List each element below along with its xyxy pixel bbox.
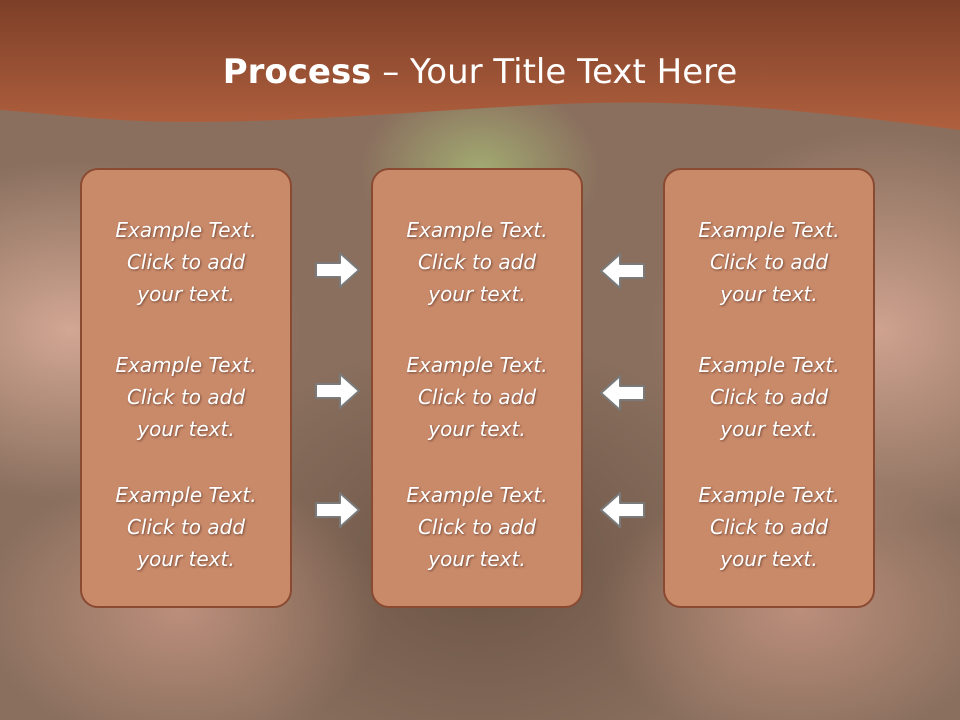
- text-line: Click to add: [709, 515, 829, 539]
- arrow-right-icon: [315, 373, 360, 409]
- text-line: Example Text.: [406, 218, 548, 242]
- text-item[interactable]: Example Text. Click to add your text.: [373, 214, 581, 310]
- text-item[interactable]: Example Text. Click to add your text.: [665, 349, 873, 445]
- text-line: Click to add: [709, 250, 829, 274]
- text-line: Example Text.: [698, 353, 840, 377]
- page-title[interactable]: Process – Your Title Text Here: [0, 52, 960, 92]
- text-item[interactable]: Example Text. Click to add your text.: [82, 214, 290, 310]
- text-line: Example Text.: [406, 353, 548, 377]
- text-line: your text.: [720, 282, 818, 306]
- text-item[interactable]: Example Text. Click to add your text.: [82, 479, 290, 575]
- text-box-right[interactable]: Example Text. Click to add your text. Ex…: [663, 168, 875, 608]
- text-line: Click to add: [126, 385, 246, 409]
- text-line: your text.: [428, 282, 526, 306]
- arrow-left-icon: [600, 492, 645, 528]
- text-line: your text.: [720, 547, 818, 571]
- text-line: your text.: [428, 417, 526, 441]
- title-banner: [0, 0, 960, 130]
- text-line: your text.: [428, 547, 526, 571]
- text-item[interactable]: Example Text. Click to add your text.: [373, 479, 581, 575]
- text-line: Click to add: [417, 250, 537, 274]
- title-bold: Process: [222, 52, 372, 92]
- text-item[interactable]: Example Text. Click to add your text.: [373, 349, 581, 445]
- text-line: Example Text.: [406, 483, 548, 507]
- text-line: Example Text.: [698, 218, 840, 242]
- arrow-right-icon: [315, 492, 360, 528]
- text-item[interactable]: Example Text. Click to add your text.: [665, 479, 873, 575]
- text-item[interactable]: Example Text. Click to add your text.: [82, 349, 290, 445]
- text-line: your text.: [137, 547, 235, 571]
- text-line: Click to add: [417, 515, 537, 539]
- text-box-center[interactable]: Example Text. Click to add your text. Ex…: [371, 168, 583, 608]
- text-line: your text.: [137, 282, 235, 306]
- text-line: Click to add: [709, 385, 829, 409]
- arrow-left-icon: [600, 375, 645, 411]
- text-line: Example Text.: [115, 353, 257, 377]
- arrow-left-icon: [600, 253, 645, 289]
- text-line: your text.: [720, 417, 818, 441]
- text-line: your text.: [137, 417, 235, 441]
- text-line: Example Text.: [698, 483, 840, 507]
- text-line: Example Text.: [115, 483, 257, 507]
- text-item[interactable]: Example Text. Click to add your text.: [665, 214, 873, 310]
- arrow-right-icon: [315, 252, 360, 288]
- title-rest: – Your Title Text Here: [371, 52, 738, 92]
- text-line: Click to add: [417, 385, 537, 409]
- text-box-left[interactable]: Example Text. Click to add your text. Ex…: [80, 168, 292, 608]
- text-line: Click to add: [126, 515, 246, 539]
- text-line: Click to add: [126, 250, 246, 274]
- text-line: Example Text.: [115, 218, 257, 242]
